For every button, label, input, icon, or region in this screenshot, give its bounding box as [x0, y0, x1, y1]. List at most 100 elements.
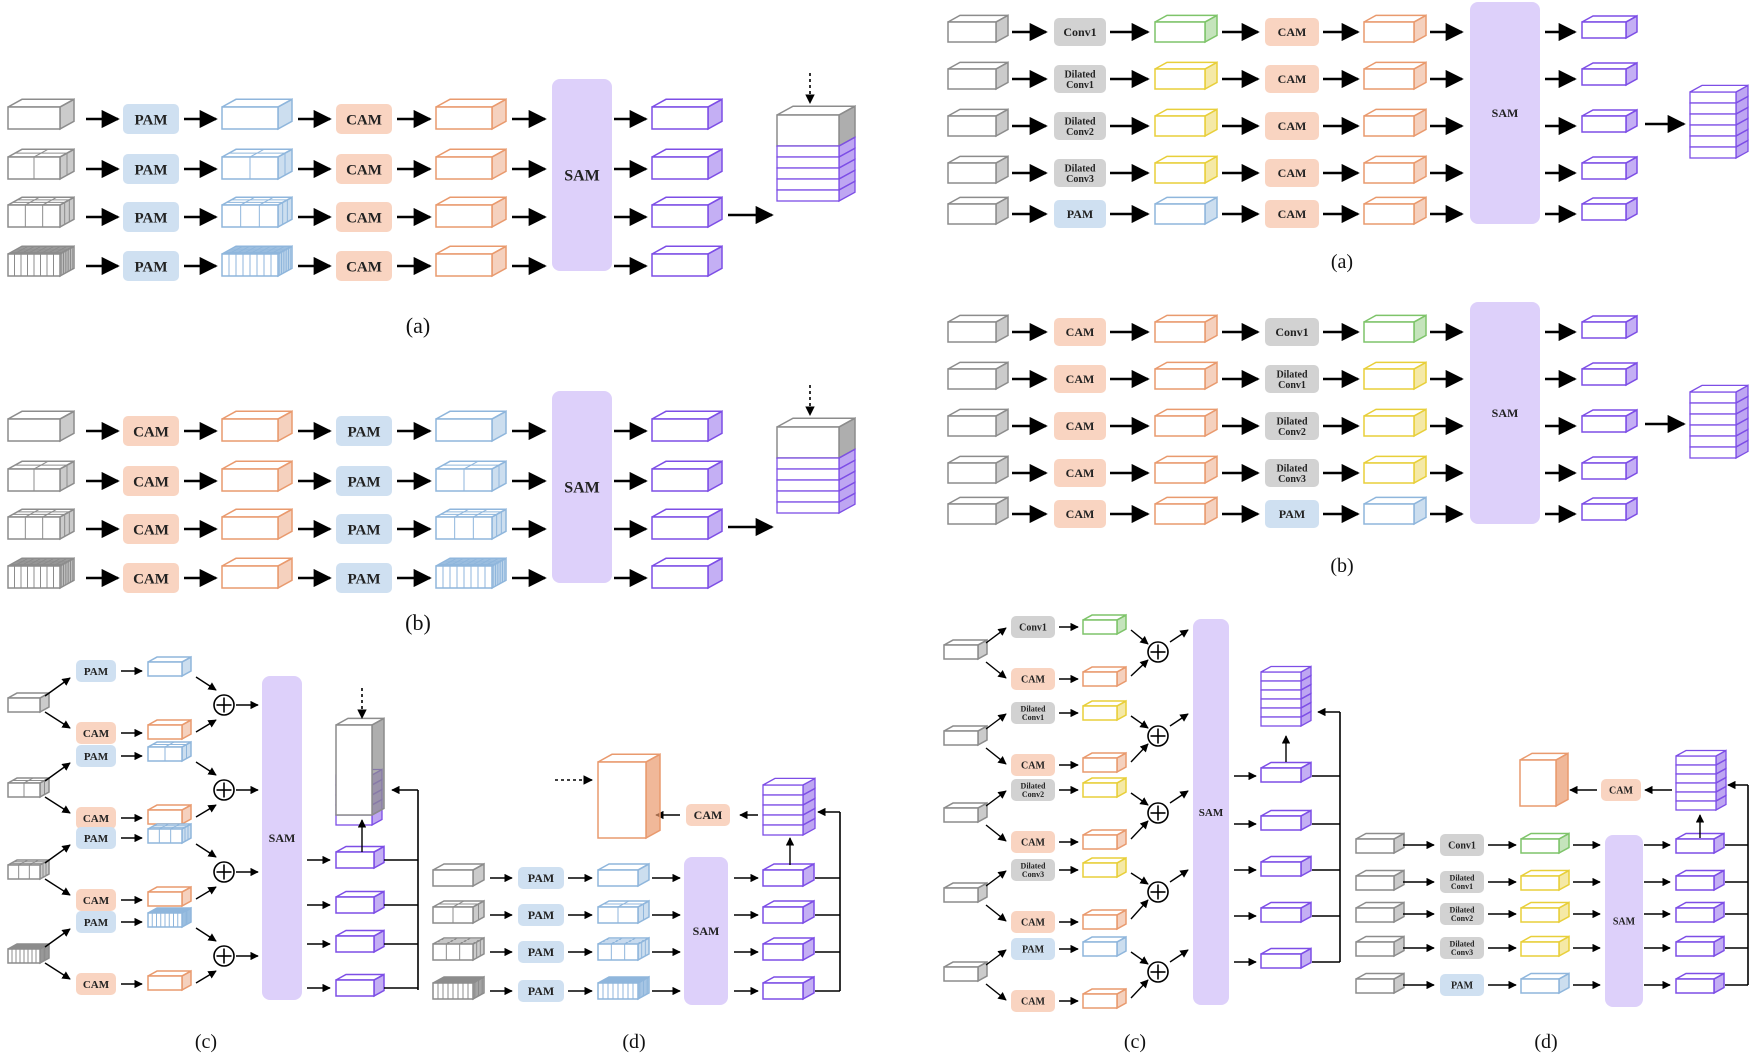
- cam-module-label: CAM: [1066, 372, 1095, 386]
- branch-module: PAM: [1011, 938, 1055, 960]
- flow-arrow: [195, 804, 217, 818]
- branch-module-label: Conv1: [1019, 623, 1047, 634]
- branch-module-label: Dilated: [1450, 874, 1475, 883]
- pam-module: PAM: [1265, 500, 1319, 528]
- input-map: [947, 455, 1009, 485]
- flow-arrow: [1169, 869, 1189, 883]
- branch-map: [1520, 972, 1570, 995]
- input-map: [432, 862, 485, 888]
- cam-module: CAM: [1011, 831, 1055, 853]
- cam-map: [147, 718, 192, 741]
- input-map: [943, 724, 988, 747]
- sam-module: SAM: [1605, 835, 1643, 1007]
- intermediate-map: [221, 245, 293, 278]
- sam-output-map: [651, 245, 723, 278]
- branch-module-label: Dilated: [1450, 940, 1475, 949]
- concat-stack: [1689, 384, 1749, 460]
- pam-module-label: PAM: [1067, 207, 1093, 221]
- pam-module-label: PAM: [528, 945, 554, 959]
- flow-arrow: [985, 713, 1007, 730]
- sam-output-map: [1675, 869, 1725, 892]
- pam-module: PAM: [1054, 200, 1106, 228]
- intermediate-map: [221, 557, 293, 590]
- cam-module-label: CAM: [1066, 325, 1095, 339]
- cam-module: CAM: [1011, 911, 1055, 933]
- cam-module-label: CAM: [1278, 25, 1307, 39]
- add-op: [213, 779, 235, 801]
- pam-map: [597, 862, 650, 888]
- branch-module-label: Dilated: [1021, 862, 1046, 871]
- input-map: [943, 801, 988, 824]
- flow-arrow: [985, 747, 1007, 765]
- input-map: [7, 98, 75, 131]
- cam-module-label: CAM: [1278, 166, 1307, 180]
- conv-module-label: Conv1: [1066, 80, 1094, 91]
- add-op: [1147, 725, 1169, 747]
- cam-module-label: CAM: [1021, 838, 1045, 849]
- sam-output-map: [651, 98, 723, 131]
- flow-arrow: [44, 762, 71, 782]
- conv-module-label: Conv3: [1278, 474, 1306, 485]
- branch-module: Conv1: [1011, 616, 1055, 638]
- input-map: [7, 196, 75, 229]
- conv-module-label: Dilated: [1276, 369, 1308, 380]
- conv-module-label: Dilated: [1064, 163, 1096, 174]
- pam-module-label: PAM: [347, 522, 380, 538]
- output-volume: [597, 753, 661, 840]
- pam-module-label: PAM: [347, 571, 380, 587]
- flow-arrow: [195, 761, 217, 776]
- flow-arrow: [1130, 872, 1149, 885]
- branch-map: [1363, 408, 1427, 438]
- cam-map: [1363, 61, 1427, 91]
- sam-output-map: [651, 508, 723, 541]
- sam-output-map: [1581, 14, 1638, 40]
- input-map: [432, 899, 485, 925]
- branch-map: [1082, 776, 1127, 799]
- sam-module: SAM: [1470, 302, 1540, 524]
- sam-output-map: [1260, 947, 1312, 970]
- sam-label: SAM: [1613, 917, 1636, 928]
- cam-map: [1082, 987, 1127, 1010]
- intermediate-map: [221, 196, 293, 229]
- flow-arrow: [44, 796, 71, 814]
- cam-module-label: CAM: [1278, 207, 1307, 221]
- cam-module: CAM: [336, 202, 392, 232]
- cam-module: CAM: [1601, 779, 1641, 801]
- cam-module-label: CAM: [1021, 761, 1045, 772]
- branch-module-label: Dilated: [1021, 782, 1046, 791]
- conv-module-label: Conv1: [1275, 325, 1308, 339]
- branch-map: [1363, 361, 1427, 391]
- flow-arrow: [1130, 899, 1149, 920]
- pam-map: [147, 655, 192, 678]
- cam-module-label: CAM: [133, 571, 169, 587]
- attended-map: [435, 148, 507, 181]
- add-op: [1147, 802, 1169, 824]
- sam-output-map: [1675, 972, 1725, 995]
- pam-module-label: PAM: [134, 112, 167, 128]
- caption-left-a: (a): [406, 313, 430, 338]
- flow-arrow: [195, 719, 217, 733]
- cam-module-label: CAM: [694, 808, 723, 822]
- sam-output-map: [335, 929, 385, 954]
- input-map: [7, 410, 75, 443]
- fused-output: [776, 104, 856, 203]
- input-map: [7, 460, 75, 493]
- sam-output-map: [651, 460, 723, 493]
- cam-map: [1363, 108, 1427, 138]
- intermediate-map: [221, 148, 293, 181]
- sam-label: SAM: [269, 831, 296, 845]
- branch-map: [1154, 61, 1218, 91]
- conv-module-label: Conv1: [1278, 380, 1306, 391]
- flow-arrow: [1130, 820, 1149, 840]
- add-op: [1147, 641, 1169, 663]
- sam-label: SAM: [1492, 106, 1519, 120]
- cam-module-label: CAM: [1021, 675, 1045, 686]
- branch-map: [1082, 613, 1127, 636]
- input-map: [1355, 935, 1405, 958]
- add-op: [213, 861, 235, 883]
- conv-module-label: Dilated: [1276, 463, 1308, 474]
- output-volume: [335, 717, 385, 817]
